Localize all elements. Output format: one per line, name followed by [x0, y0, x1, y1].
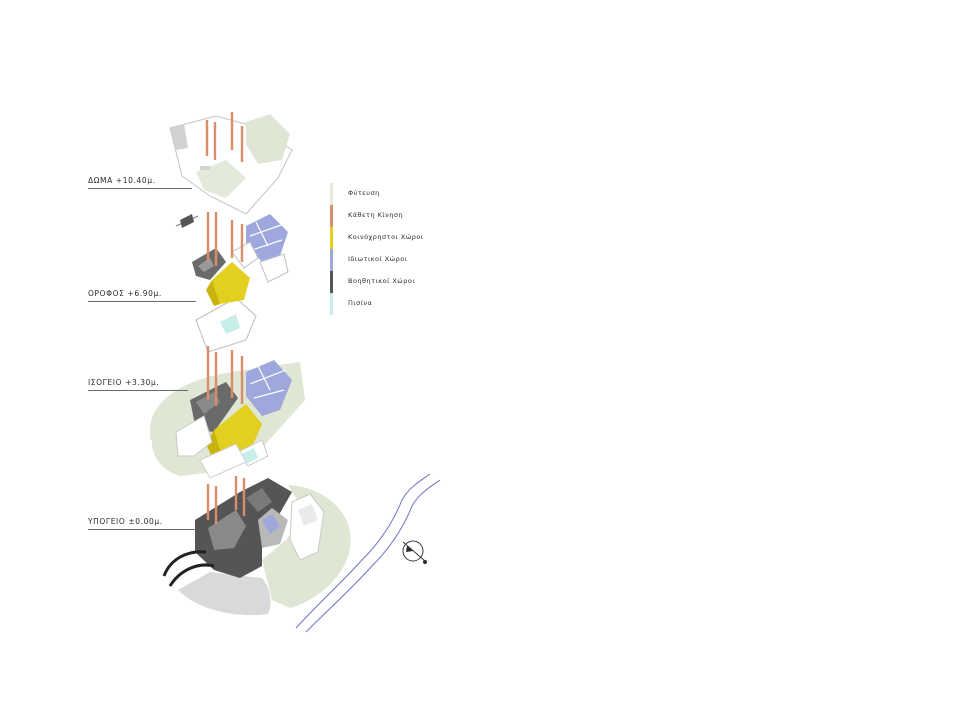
first-level [192, 214, 289, 353]
legend-label: Ιδιωτικοί Χώροι [348, 255, 408, 263]
legend-label: Βοηθητικοί Χώροι [348, 277, 416, 285]
legend-item-private-spaces: Ιδιωτικοί Χώροι [330, 249, 470, 271]
roof-planting-right [246, 114, 290, 164]
vertical-circulation [205, 112, 246, 524]
river-bank-left [295, 473, 431, 629]
legend-item-service-spaces: Βοηθητικοί Χώροι [330, 271, 470, 293]
legend-item-planting: Φύτευση [330, 183, 470, 205]
legend: Φύτευση Κάθετη Κίνηση Κοινόχρηστοι Χώροι… [330, 183, 470, 315]
basement-interior [208, 510, 246, 550]
first-shared-space [212, 262, 250, 304]
legend-item-shared-spaces: Κοινόχρηστοι Χώροι [330, 227, 470, 249]
level-leader-ground [88, 390, 188, 391]
level-label-basement: ΥΠΟΓΕΙΟ ±0.00μ. [88, 517, 163, 526]
level-leader-basement [88, 529, 196, 530]
level-label-roof: ΔΩΜΑ +10.40μ. [88, 176, 156, 185]
river-bank-right [305, 479, 441, 633]
roof-level [169, 114, 293, 215]
legend-swatch-circulation [330, 205, 333, 227]
level-label-ground: ΙΣΟΓΕΙΟ +3.30μ. [88, 378, 160, 387]
level-label-first: ΟΡΟΦΟΣ +6.90μ. [88, 289, 162, 298]
legend-item-vertical-circulation: Κάθετη Κίνηση [330, 205, 470, 227]
level-leader-first [88, 301, 196, 302]
basement-ground-area [178, 572, 271, 616]
north-arrow-icon [402, 540, 427, 564]
legend-swatch-private [330, 249, 333, 271]
basement-ramp [162, 550, 207, 577]
ground-level [147, 360, 305, 486]
basement-private-room [262, 514, 280, 534]
legend-swatch-service [330, 271, 333, 293]
legend-swatch-shared [330, 227, 333, 249]
legend-label: Φύτευση [348, 189, 380, 197]
ground-pool [242, 448, 258, 464]
river [295, 473, 441, 633]
level-leader-roof [88, 188, 192, 189]
section-marker-icon [175, 214, 199, 228]
legend-swatch-planting [330, 183, 333, 205]
legend-label: Κάθετη Κίνηση [348, 211, 404, 219]
legend-item-pool: Πισίνα [330, 293, 470, 315]
first-pool [220, 314, 240, 334]
basement-level [162, 478, 351, 616]
legend-label: Κοινόχρηστοι Χώροι [348, 233, 424, 241]
legend-swatch-pool [330, 293, 333, 315]
legend-label: Πισίνα [348, 299, 373, 307]
basement-room-1 [246, 488, 272, 512]
ground-walls [175, 415, 213, 457]
